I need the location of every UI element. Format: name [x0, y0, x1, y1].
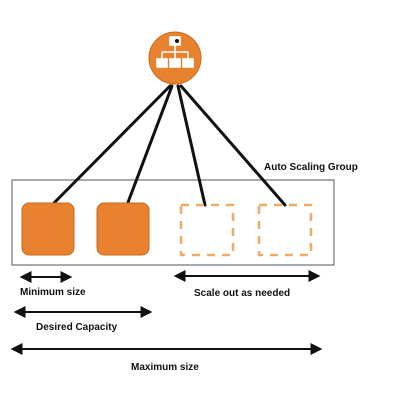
minimum-size-label: Minimum size [20, 287, 86, 298]
maximum-size-label: Maximum size [131, 362, 199, 373]
instance-placeholder-1 [179, 203, 235, 257]
connector-line-3 [176, 84, 207, 207]
instance-running-2 [96, 202, 150, 256]
instance-placeholder-2 [257, 203, 313, 257]
connector-lines [50, 84, 287, 207]
auto-scaling-group-box [11, 179, 335, 266]
connector-line-4 [179, 84, 287, 207]
instance-running-1 [21, 202, 75, 256]
connector-line-2 [125, 84, 174, 207]
connector-line-1 [50, 84, 172, 207]
load-balancer-icon [148, 31, 202, 85]
desired-capacity-label: Desired Capacity [36, 322, 118, 333]
scale-out-label: Scale out as needed [194, 288, 291, 299]
auto-scaling-group-label: Auto Scaling Group [264, 162, 358, 173]
